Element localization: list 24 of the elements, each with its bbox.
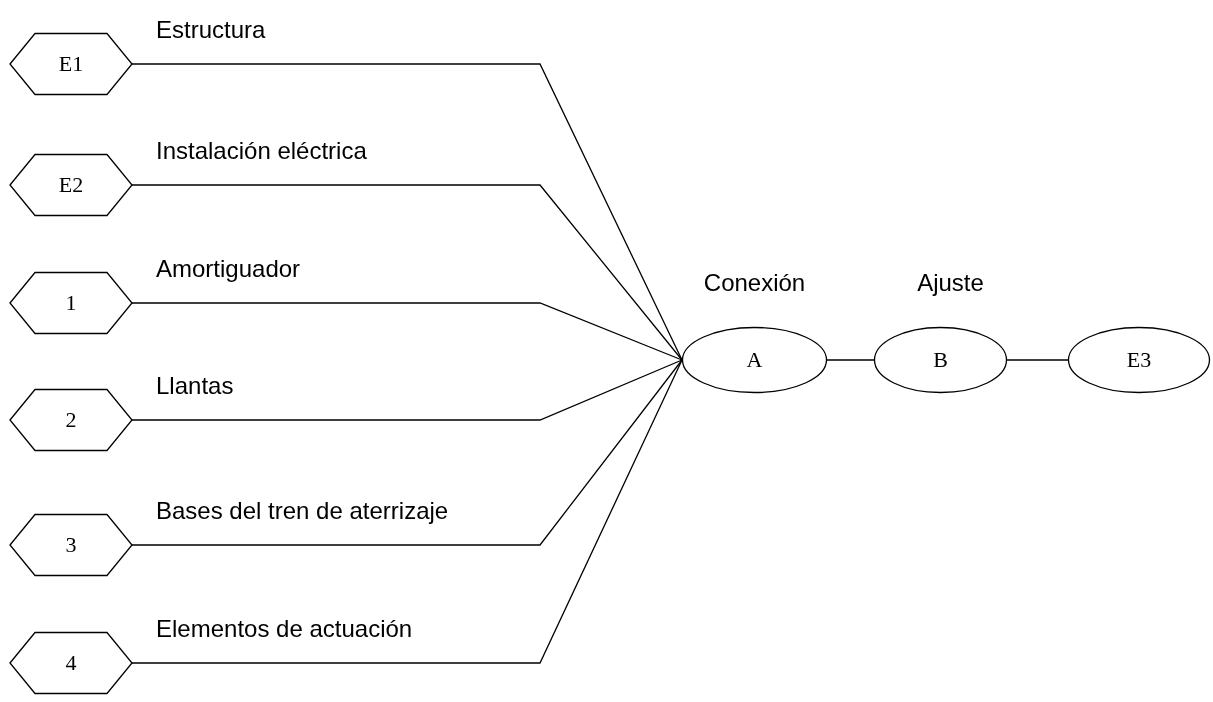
node-label: E3 (1126, 347, 1152, 373)
node-label: E1 (58, 51, 84, 77)
hexagon-node (10, 272, 132, 334)
node-label: 4 (65, 650, 77, 676)
connector-line (1006, 359, 1069, 361)
ellipse-node (682, 327, 827, 393)
connector-line (131, 359, 683, 421)
ellipse-node (1068, 327, 1210, 393)
node-label: B (933, 347, 948, 373)
hexagon-node (10, 514, 132, 576)
node-label: 1 (65, 290, 77, 316)
node-label: A (746, 347, 763, 373)
node-label: 2 (65, 407, 77, 433)
hexagon-node (10, 632, 132, 694)
connector-line (131, 184, 683, 361)
connector-line (826, 359, 875, 361)
node-label: 3 (65, 532, 77, 558)
connector-line (131, 359, 683, 546)
ellipse-node (874, 327, 1007, 393)
hexagon-node (10, 154, 132, 216)
node-label: E2 (58, 172, 84, 198)
hexagon-node (10, 33, 132, 95)
connector-line (131, 302, 683, 361)
hexagon-node (10, 389, 132, 451)
